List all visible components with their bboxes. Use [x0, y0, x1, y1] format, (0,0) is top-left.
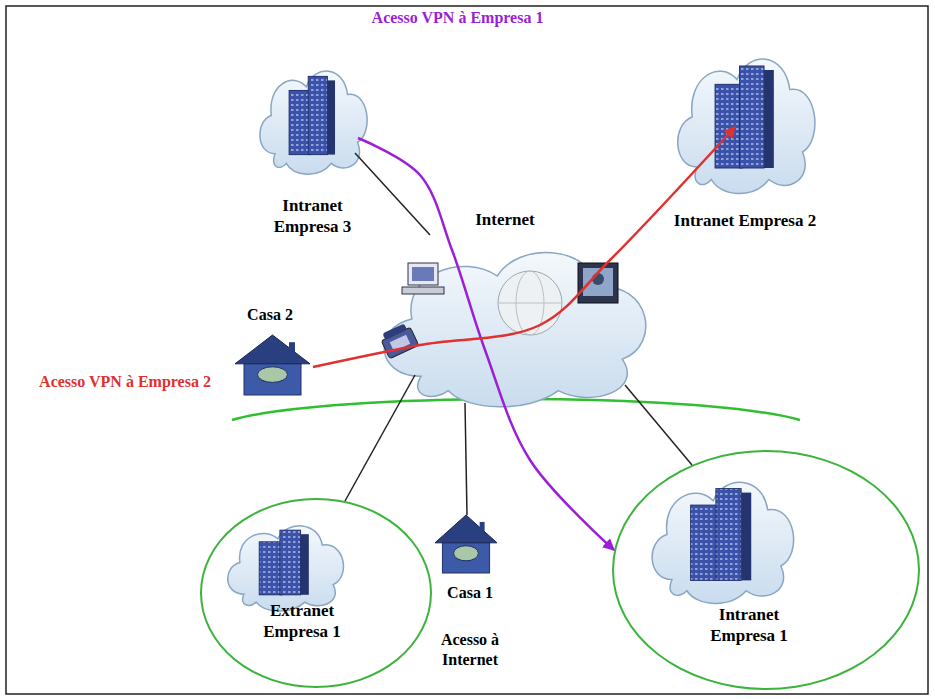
building-icon [289, 76, 335, 154]
monitor-icon [578, 263, 618, 303]
house-node: Casa 1 Acesso à Internet [425, 515, 515, 675]
building-icon [691, 489, 752, 581]
network-link [355, 153, 430, 235]
network-region: Intranet Empresa 1 [612, 450, 920, 690]
building-icon [715, 66, 774, 168]
vpn-label: Acesso VPN à Empresa 1 [370, 8, 545, 28]
cloud-outline [652, 482, 793, 603]
ellipse-shape [202, 500, 430, 686]
cloud-shape [360, 205, 665, 405]
computer-icon [402, 263, 444, 294]
node-label: Casa 2 [225, 305, 315, 325]
globe-icon [498, 271, 562, 335]
network-cloud: Intranet Empresa 3 [250, 58, 375, 242]
network-cloud: Internet [360, 205, 665, 405]
building-icon [259, 530, 309, 595]
cloud-outline [384, 252, 646, 406]
network-cloud: Intranet Empresa 2 [665, 42, 825, 257]
phone-icon [379, 322, 419, 359]
network-link [625, 385, 692, 465]
cloud-outline [228, 526, 344, 611]
network-link [345, 375, 415, 501]
vpn-tunnel [313, 127, 735, 367]
ellipse-shape [614, 452, 918, 688]
node-label: Internet [460, 209, 550, 230]
cloud-outline [678, 59, 815, 194]
node-label: Intranet Empresa 3 [250, 195, 375, 238]
house-icon [435, 515, 497, 573]
network-region: Extranet Empresa 1 [200, 498, 432, 688]
network-link [465, 403, 467, 515]
house-icon [235, 335, 310, 395]
house-node: Casa 2 [225, 305, 315, 397]
node-label: Intranet Empresa 2 [665, 210, 825, 231]
vpn-tunnel [358, 138, 614, 550]
outer-border [6, 6, 928, 694]
node-label: Intranet Empresa 1 [689, 604, 809, 647]
vpn-label: Acesso VPN à Empresa 2 [25, 372, 225, 392]
node-label: Casa 1 [425, 583, 515, 603]
node-label: Acesso à Internet [425, 630, 515, 670]
node-label: Extranet Empresa 1 [242, 600, 362, 643]
cloud-outline [260, 71, 367, 174]
